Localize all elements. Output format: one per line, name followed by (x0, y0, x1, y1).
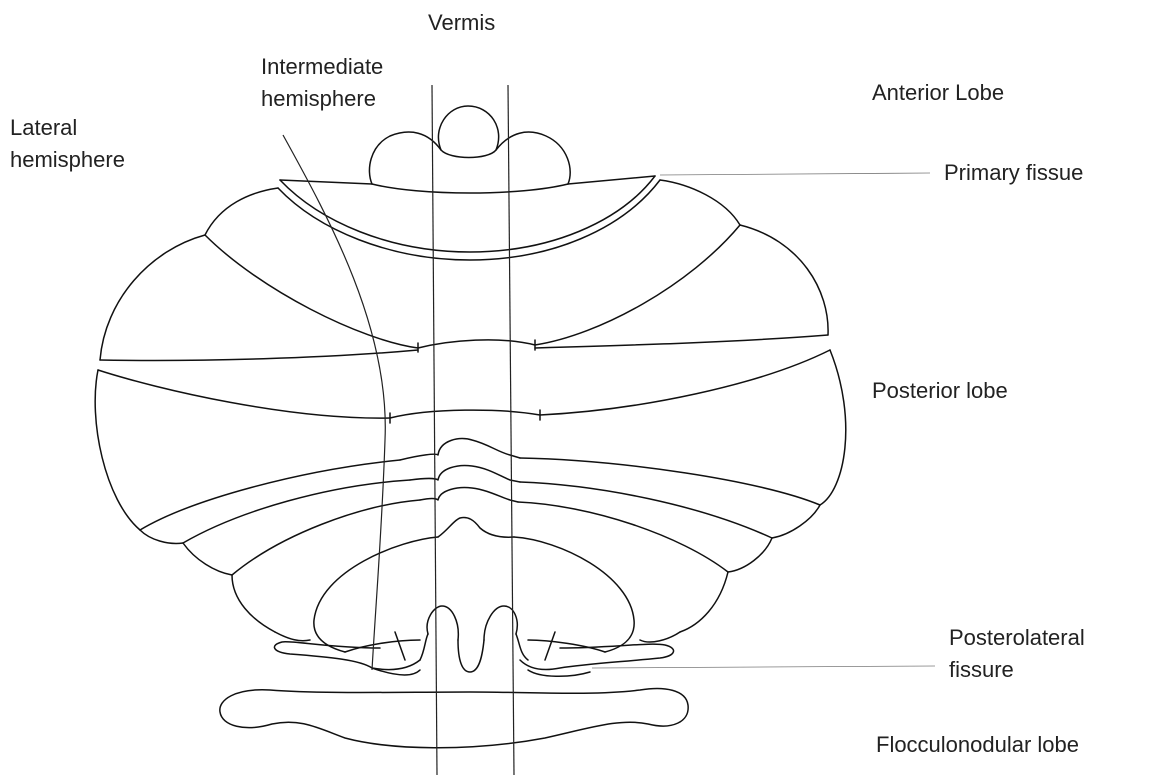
primary-fissure-lines (278, 176, 660, 260)
posterior-lobe-label: Posterior lobe (872, 378, 1008, 403)
primary-fissure-leader (660, 173, 930, 175)
posterior-lobe-tonsils (275, 517, 680, 652)
intermediate-hemisphere-label-line2: hemisphere (261, 86, 376, 111)
posterolateral-fissure-label-line2: fissure (949, 657, 1014, 682)
primary-fissure-label: Primary fissue (944, 160, 1083, 185)
anterior-lobe-label: Anterior Lobe (872, 80, 1004, 105)
vermis-left-boundary (432, 85, 437, 775)
flocculonodular-lobe-outline (220, 689, 688, 748)
posterolateral-fissure-label-line1: Posterolateral (949, 625, 1085, 650)
anterior-lobe-outline (280, 106, 655, 193)
posterolateral-fissure-leader (592, 666, 935, 668)
vermis-right-boundary (508, 85, 514, 775)
posterolateral-fissure-region (274, 606, 673, 676)
intermediate-hemisphere-boundary (283, 135, 385, 670)
lateral-hemisphere-label-line1: Lateral (10, 115, 77, 140)
posterior-lobe-folia-7 (232, 488, 728, 633)
lateral-hemisphere-label-line2: hemisphere (10, 147, 125, 172)
vermis-label: Vermis (428, 10, 495, 35)
flocculonodular-lobe-label: Flocculonodular lobe (876, 732, 1079, 757)
posterior-lobe-upper-folia (205, 180, 740, 352)
intermediate-hemisphere-label-line1: Intermediate (261, 54, 383, 79)
